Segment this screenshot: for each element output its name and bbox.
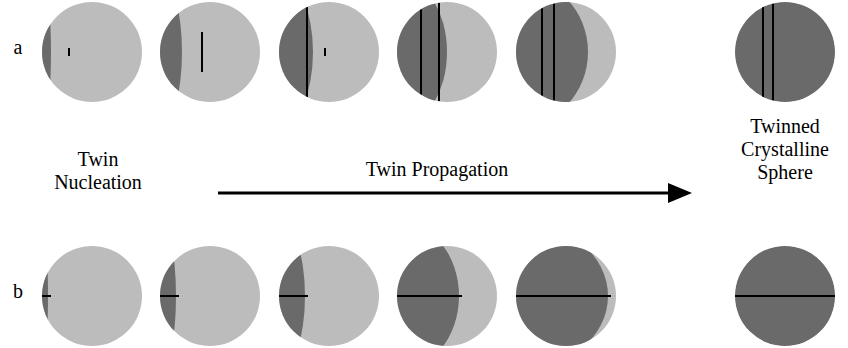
sphere-frame <box>735 2 835 102</box>
parent-crystal <box>735 2 835 102</box>
twin-region <box>347 0 447 127</box>
parent-crystal <box>735 246 835 346</box>
sphere-frame <box>253 221 379 348</box>
propagation-arrow <box>218 183 692 203</box>
sphere-frame <box>33 0 142 127</box>
twin-region <box>424 221 608 348</box>
twin-region <box>444 0 588 127</box>
twin-boundary <box>438 3 440 102</box>
twin-boundary <box>541 8 543 96</box>
arrow-head <box>668 183 692 203</box>
twin-region <box>36 221 48 348</box>
twin-boundary <box>553 3 555 100</box>
stage-label: Twin Propagation <box>327 158 547 181</box>
twin-region <box>253 221 305 348</box>
row-letter: a <box>6 36 30 59</box>
sphere-frame <box>138 0 260 127</box>
twin-boundary <box>420 9 422 94</box>
sphere-frame <box>444 0 616 127</box>
twin-boundary <box>160 295 179 297</box>
stage-label: Twin Nucleation <box>43 148 153 194</box>
twin-boundary <box>772 3 774 100</box>
twin-boundary <box>201 32 203 72</box>
twin-region <box>245 0 313 127</box>
sphere-frame <box>335 221 497 348</box>
parent-crystal <box>42 246 142 346</box>
twin-region <box>735 246 835 346</box>
twin-boundary <box>762 7 764 97</box>
parent-crystal <box>42 2 142 102</box>
twin-boundary <box>42 295 51 297</box>
sphere-frame <box>36 221 142 348</box>
twin-boundary <box>516 295 611 297</box>
arrow-shaft <box>218 192 672 195</box>
row-letter: b <box>6 280 30 303</box>
twin-boundary <box>68 48 70 56</box>
parent-crystal <box>160 246 260 346</box>
twin-region <box>144 221 176 348</box>
twin-boundary <box>735 295 835 297</box>
twin-boundary <box>279 295 308 297</box>
stage-label: Twinned Crystalline Sphere <box>728 115 842 184</box>
sphere-frame <box>424 221 616 348</box>
sphere-frame <box>347 0 497 127</box>
sphere-frame <box>245 0 379 127</box>
sphere-frames <box>33 0 835 348</box>
twin-region <box>735 2 835 102</box>
twin-boundary <box>397 295 462 297</box>
twin-boundary <box>306 7 308 97</box>
sphere-frame <box>144 221 260 348</box>
sphere-frame <box>735 246 835 346</box>
twin-region <box>33 0 51 127</box>
twin-region <box>335 221 459 348</box>
twin-region <box>138 0 182 127</box>
twin-boundary <box>324 48 326 56</box>
